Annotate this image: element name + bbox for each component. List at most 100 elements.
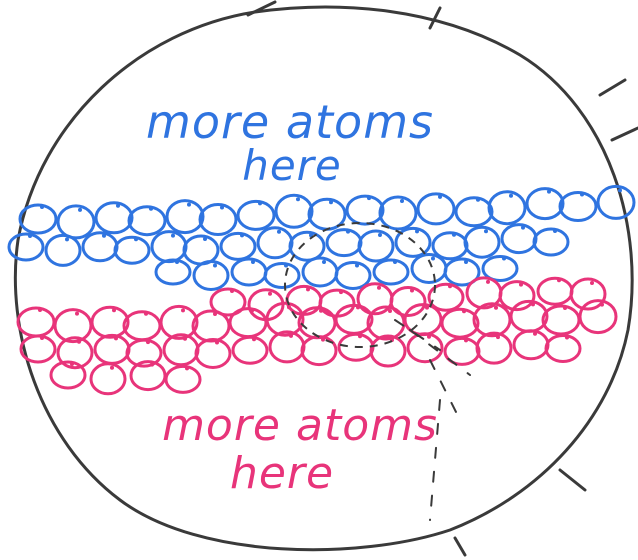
blue-atom-6 <box>238 201 274 229</box>
pink-atom-dot-13 <box>112 308 116 312</box>
pink-atom-dot-47 <box>185 366 189 370</box>
pink-atom-36 <box>302 337 336 365</box>
blue-atom-13 <box>489 192 525 224</box>
blue-atom-24 <box>258 228 292 258</box>
pink-atom-47 <box>166 366 200 392</box>
pink-atom-dot-14 <box>144 312 148 316</box>
blue-atom-40 <box>412 255 446 283</box>
pink-atom-33 <box>196 340 230 368</box>
blue-atom-29 <box>433 233 467 259</box>
blue-atom-dot-38 <box>355 264 359 268</box>
pink-atom-23 <box>442 309 478 337</box>
blue-atom-31 <box>502 225 536 253</box>
blue-atom-1 <box>58 206 94 238</box>
blue-atom-dot-36 <box>284 264 288 268</box>
pink-atom-20 <box>336 305 372 333</box>
blue-atom-dot-8 <box>329 200 333 204</box>
blue-atom-dot-26 <box>346 230 350 234</box>
blue-atom-dot-9 <box>367 196 371 200</box>
pink-atom-16 <box>193 311 229 341</box>
blue-atom-dot-42 <box>502 257 506 261</box>
blue-atom-dot-19 <box>102 234 106 238</box>
blue-atom-dot-28 <box>415 229 419 233</box>
pink-atom-dot-4 <box>377 286 381 290</box>
blue-atom-37 <box>303 258 337 286</box>
pink-atom-42 <box>514 331 548 359</box>
pink-atom-9 <box>538 278 572 304</box>
blue-atom-dot-30 <box>484 229 488 233</box>
pink-atom-dot-32 <box>183 337 187 341</box>
pink-atom-dot-18 <box>287 305 291 309</box>
pink-atom-dot-42 <box>533 332 537 336</box>
blue-atom-dot-15 <box>580 193 584 197</box>
pink-atom-dot-17 <box>250 309 254 313</box>
blue-atom-4 <box>167 201 203 233</box>
pink-atom-dot-7 <box>486 280 490 284</box>
blue-atom-16 <box>598 186 634 218</box>
blue-atom-9 <box>347 196 383 224</box>
bottom-label-line1: more atoms <box>162 400 438 451</box>
blue-atom-36 <box>265 264 299 288</box>
blue-atom-dot-4 <box>187 203 191 207</box>
blue-atom-dot-32 <box>553 229 557 233</box>
pink-atom-dot-1 <box>268 292 272 296</box>
blue-atom-dot-17 <box>28 234 32 238</box>
pink-atom-dot-35 <box>289 334 293 338</box>
blue-atom-dot-33 <box>175 260 179 264</box>
blue-atom-dot-10 <box>400 199 404 203</box>
blue-atom-35 <box>232 259 266 285</box>
blue-atom-7 <box>276 195 312 227</box>
pink-atom-dot-5 <box>410 289 414 293</box>
pink-atom-41 <box>477 333 511 363</box>
blue-atom-2 <box>96 203 132 233</box>
pink-atom-dot-10 <box>590 281 594 285</box>
pink-atom-dot-8 <box>519 283 523 287</box>
blue-atom-dot-41 <box>464 260 468 264</box>
pink-atom-38 <box>371 336 405 366</box>
pink-atom-dot-37 <box>358 334 362 338</box>
blue-atom-30 <box>465 227 499 257</box>
pink-atom-dot-33 <box>215 341 219 345</box>
pink-atom-dot-44 <box>70 362 74 366</box>
blue-atom-dot-11 <box>438 195 442 199</box>
blue-atom-dot-29 <box>452 233 456 237</box>
pink-atom-dot-12 <box>75 312 79 316</box>
blue-atom-19 <box>83 233 117 261</box>
blue-atom-dot-1 <box>78 208 82 212</box>
pink-atom-24 <box>474 304 510 336</box>
blue-atom-0 <box>20 205 56 233</box>
blue-atom-dot-20 <box>134 237 138 241</box>
pink-atom-dot-19 <box>319 309 323 313</box>
pink-atom-dot-31 <box>146 340 150 344</box>
blue-atom-11 <box>418 194 454 224</box>
blue-atom-dot-22 <box>203 237 207 241</box>
blue-atom-34 <box>194 262 228 290</box>
pink-atom-dot-11 <box>38 308 42 312</box>
pink-atom-26 <box>543 306 579 334</box>
pink-atom-28 <box>21 336 55 362</box>
pink-atom-dot-15 <box>181 308 185 312</box>
pink-atom-dot-41 <box>496 335 500 339</box>
blue-atom-layer <box>9 186 634 289</box>
pink-atom-11 <box>18 308 54 336</box>
pink-atom-30 <box>95 335 129 363</box>
blue-atom-dot-12 <box>476 198 480 202</box>
pink-atom-dot-36 <box>321 338 325 342</box>
blue-atom-33 <box>156 260 190 284</box>
pink-atom-dot-34 <box>252 337 256 341</box>
blue-atom-dot-6 <box>258 201 262 205</box>
pink-atom-dot-23 <box>462 309 466 313</box>
pink-atom-dot-21 <box>388 309 392 313</box>
pink-atom-45 <box>91 364 125 394</box>
top-label-line2: here <box>242 141 342 190</box>
pink-atom-dot-22 <box>425 306 429 310</box>
blue-atom-23 <box>221 233 255 259</box>
blue-atom-dot-7 <box>296 197 300 201</box>
blue-atom-dot-3 <box>149 207 153 211</box>
blue-atom-dot-21 <box>171 234 175 238</box>
blue-atom-dot-35 <box>251 260 255 264</box>
blue-atom-39 <box>374 260 408 284</box>
blue-atom-15 <box>560 193 596 221</box>
pink-atom-dot-30 <box>114 336 118 340</box>
